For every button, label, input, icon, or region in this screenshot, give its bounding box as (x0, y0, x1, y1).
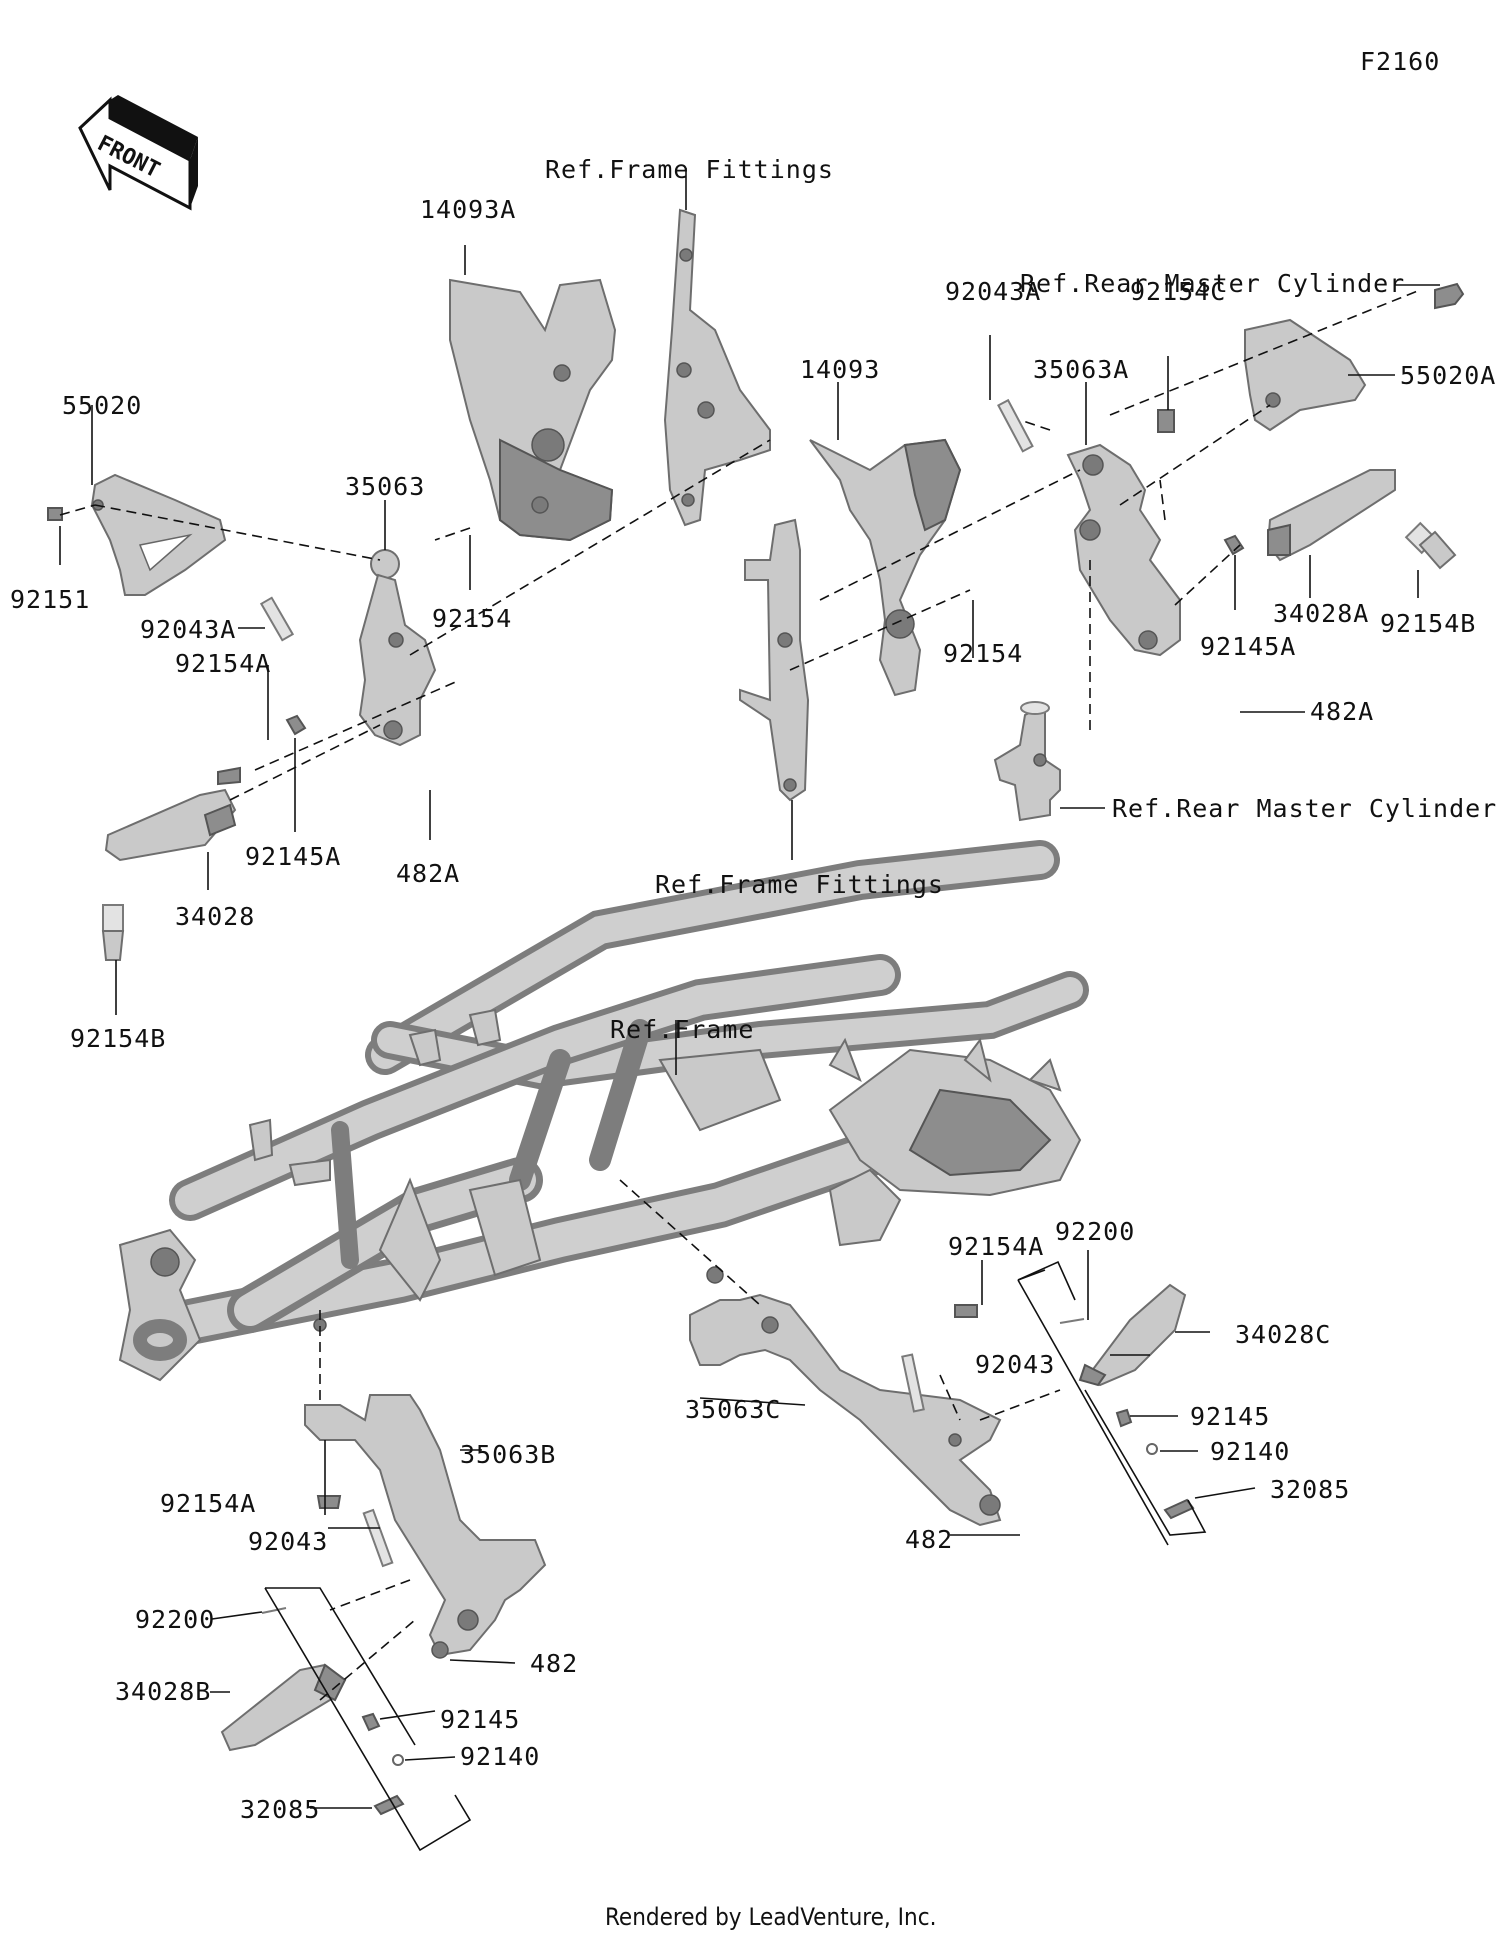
alignment-lines (59, 289, 1421, 1701)
label-92154C: 92154C (1130, 277, 1226, 306)
part-35063C-bracket (689, 1293, 1002, 1527)
label-ref-rear-master-cylinder-top: Ref.Rear Master Cylinder (1020, 269, 1405, 298)
label-55020: 55020 (62, 391, 142, 420)
label-92154A-mid: 92154A (948, 1232, 1044, 1261)
label-482A-left: 482A (396, 859, 460, 888)
part-34028A-footpeg (1266, 469, 1396, 562)
part-92043-pin-left (362, 1508, 394, 1568)
label-92145A-left: 92145A (245, 842, 341, 871)
diagram-code: F2160 (1360, 47, 1440, 76)
label-34028C: 34028C (1235, 1320, 1331, 1349)
part-92154C-bolt (1157, 409, 1175, 433)
label-92154A-bottom: 92154A (160, 1489, 256, 1518)
label-ref-rear-master-cylinder-bottom: Ref.Rear Master Cylinder (1112, 794, 1497, 823)
front-arrow-icon: FRONT (78, 95, 198, 211)
label-92145-right: 92145 (1190, 1402, 1270, 1431)
part-92140-ball-left (392, 1754, 404, 1766)
label-92043A-right: 92043A (945, 277, 1041, 306)
part-92200-spring-right (1059, 1318, 1085, 1324)
label-92140-right: 92140 (1210, 1437, 1290, 1466)
label-35063C: 35063C (685, 1395, 781, 1424)
label-92154-center: 92154 (943, 639, 1023, 668)
label-35063B: 35063B (460, 1440, 556, 1469)
part-92151-bolt (47, 507, 63, 521)
part-ref-rear-master-cylinder (993, 701, 1061, 822)
part-92043A-pin-right (997, 398, 1034, 453)
callout-labels: Ref.Frame Fittings 14093A Ref.Rear Maste… (10, 155, 1497, 1824)
part-92145A-spring-left (285, 714, 307, 736)
label-92200-right: 92200 (1055, 1217, 1135, 1246)
label-92200-left: 92200 (135, 1605, 215, 1634)
part-92043A-pin-left (259, 596, 295, 642)
part-92145A-spring-right (1223, 534, 1245, 556)
label-92145A-right: 92145A (1200, 632, 1296, 661)
part-35063B-bracket (304, 1394, 547, 1659)
label-92145-left: 92145 (440, 1705, 520, 1734)
part-92154A-bolt-mid (954, 1304, 978, 1318)
part-92200-spring-left (261, 1607, 287, 1614)
label-92154B-left: 92154B (70, 1024, 166, 1053)
part-92140-ball-right (1146, 1443, 1158, 1455)
label-34028A: 34028A (1273, 599, 1369, 628)
part-92154B-peg-left (101, 904, 125, 961)
part-34028C-footpeg (1078, 1283, 1187, 1387)
label-ref-frame-fittings-bottom: Ref.Frame Fittings (655, 870, 944, 899)
label-92043-right: 92043 (975, 1350, 1055, 1379)
part-34028-footpeg (104, 788, 237, 862)
frame-fitting-plate-top (663, 208, 771, 527)
label-14093: 14093 (800, 355, 880, 384)
label-92151: 92151 (10, 585, 90, 614)
part-35063A-bracket (1066, 443, 1181, 657)
frame-fitting-plate-bottom (739, 518, 810, 802)
label-482A-right: 482A (1310, 697, 1374, 726)
label-92043-left: 92043 (248, 1527, 328, 1556)
label-ref-frame: Ref.Frame (610, 1015, 754, 1044)
part-92154A-bolt-bottom (316, 1495, 342, 1509)
label-92154A-left: 92154A (175, 649, 271, 678)
part-55020-heel-guard (90, 473, 227, 596)
leader-lines (59, 168, 1440, 1852)
label-92154-left: 92154 (432, 604, 512, 633)
part-92145-spring-right (1115, 1408, 1133, 1428)
label-35063A: 35063A (1033, 355, 1129, 384)
label-32085-left: 32085 (240, 1795, 320, 1824)
part-34028B-footpeg (220, 1663, 347, 1752)
label-34028: 34028 (175, 902, 255, 931)
label-92043A-left: 92043A (140, 615, 236, 644)
footer-credit: Rendered by LeadVenture, Inc. (605, 1903, 936, 1931)
ref-frame (118, 840, 1089, 1382)
part-35063-bracket (358, 549, 437, 747)
label-482-right: 482 (905, 1525, 953, 1554)
label-34028B: 34028B (115, 1677, 211, 1706)
label-55020A: 55020A (1400, 361, 1496, 390)
part-14093A-bracket (449, 278, 617, 542)
part-92043-pin-right (901, 1353, 925, 1413)
label-32085-right: 32085 (1270, 1475, 1350, 1504)
part-92154A-bolt-left (217, 766, 241, 786)
part-ref-rear-master-cylinder-bolt (1434, 282, 1465, 310)
label-14093A: 14093A (420, 195, 516, 224)
part-92145-spring-left (361, 1712, 381, 1732)
label-ref-frame-fittings-top: Ref.Frame Fittings (545, 155, 834, 184)
part-92154B-peg-right (1404, 521, 1457, 570)
label-92154B-right: 92154B (1380, 609, 1476, 638)
part-55020A-heel-guard (1244, 318, 1367, 432)
label-35063: 35063 (345, 472, 425, 501)
label-482-left: 482 (530, 1649, 578, 1678)
label-92140-left: 92140 (460, 1742, 540, 1771)
